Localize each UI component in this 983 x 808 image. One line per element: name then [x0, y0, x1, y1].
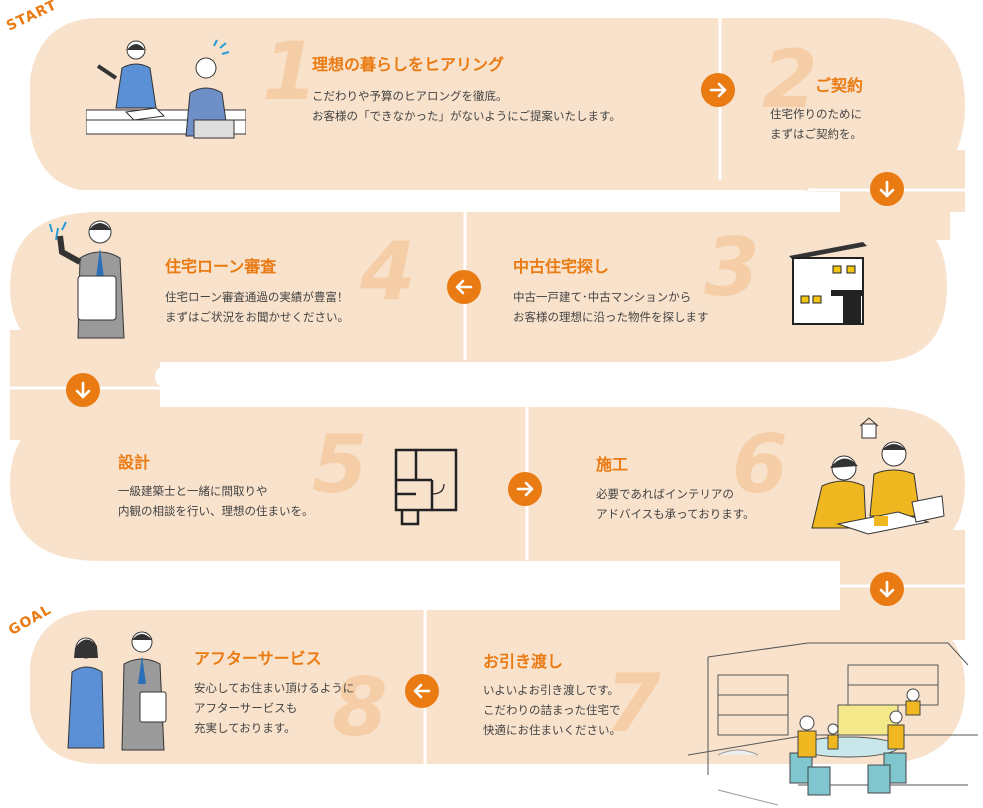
step-number-6: 6: [732, 418, 788, 511]
step-desc-6: 必要であればインテリアのアドバイスも承っております。: [596, 487, 755, 521]
staff-illustration: [67, 631, 167, 751]
arrow-down-icon: [75, 381, 91, 399]
step-desc-1: こだわりや予算のヒアロングを徹底。お客様の「できなかった」がないようにご提案いた…: [312, 89, 621, 123]
arrow-right-1: [701, 73, 735, 107]
step-title-7: お引き渡し: [483, 652, 564, 671]
arrow-left-icon: [413, 683, 431, 699]
consultation-illustration: [86, 39, 246, 139]
floor-plan-illustration: [394, 448, 458, 526]
step-number-7: 7: [605, 657, 661, 750]
step-title-5: 設計: [118, 453, 151, 472]
arrow-right-2: [508, 472, 542, 506]
step-title-2: ご契約: [815, 76, 864, 95]
arrow-down-1: [870, 172, 904, 206]
step-number-1: 1: [262, 25, 318, 118]
living-room-illustration: [688, 642, 978, 806]
step-number-8: 8: [332, 661, 388, 754]
step-desc-5: 一級建築士と一緒に間取りや内観の相談を行い、理想の住まいを。: [118, 484, 314, 518]
step-title-6: 施工: [596, 455, 629, 474]
step-desc-7: いよいよお引き渡しです。こだわりの詰まった住宅で快適にお住まいください。: [483, 683, 621, 737]
step-number-2: 2: [762, 33, 818, 126]
arrow-down-3: [870, 572, 904, 606]
arrow-left-2: [405, 674, 439, 708]
step-desc-4: 住宅ローン審査通過の実績が豊富！まずはご状況をお聞かせください。: [165, 290, 349, 324]
step-desc-2: 住宅作りのためにまずはご契約を。: [770, 107, 862, 141]
arrow-down-icon: [879, 180, 895, 198]
businessman-illustration: [49, 220, 125, 339]
step-number-4: 4: [360, 225, 416, 318]
arrow-right-icon: [709, 82, 727, 98]
step-title-1: 理想の暮らしをヒアリング: [312, 55, 505, 74]
arrow-down-2: [66, 373, 100, 407]
step-title-4: 住宅ローン審査: [165, 257, 277, 276]
step-title-8: アフターサービス: [194, 649, 322, 668]
house-illustration: [789, 242, 867, 325]
step-number-3: 3: [704, 221, 760, 314]
couple-illustration: [811, 417, 945, 535]
step-title-3: 中古住宅探し: [513, 257, 610, 276]
step-desc-8: 安心してお住まい頂けるようにアフターサービスも充実しております。: [194, 681, 355, 735]
arrow-left-icon: [455, 279, 473, 295]
arrow-down-icon: [879, 580, 895, 598]
step-desc-3: 中古一戸建て･中古マンションからお客様の理想に沿った物件を探します: [513, 290, 709, 324]
arrow-left-1: [447, 270, 481, 304]
step-number-5: 5: [312, 418, 368, 511]
arrow-right-icon: [516, 481, 534, 497]
